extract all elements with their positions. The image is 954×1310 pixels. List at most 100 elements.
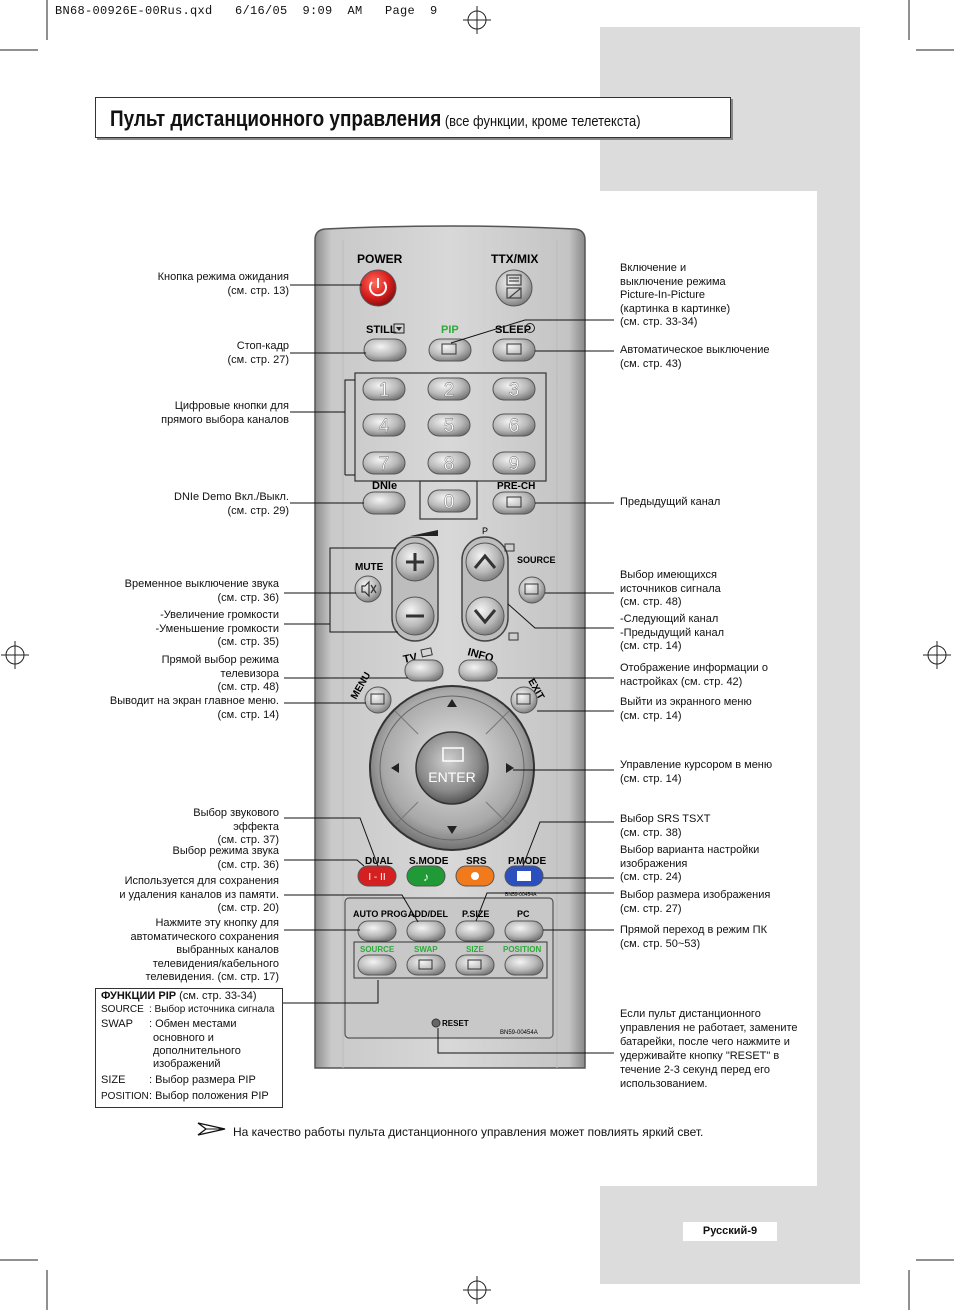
music-note-icon: ♪ [423, 870, 429, 884]
chevron-down-icon [473, 609, 497, 625]
mute-button[interactable] [354, 575, 382, 603]
sleep-clock-icon [525, 323, 535, 333]
digit-button[interactable] [492, 377, 536, 401]
label-exit: Выйти из экранного меню(см. стр. 14) [620, 696, 752, 722]
label-still: Стоп-кадр(см. стр. 27) [227, 340, 289, 366]
label-sleep: Автоматическое выключение(см. стр. 43) [620, 344, 770, 370]
digit-label: 5 [444, 416, 455, 437]
picture-icon [517, 871, 531, 881]
pip-functions-box: ФУНКЦИИ PIP (см. стр. 33-34) SOURCE: Выб… [95, 988, 283, 1108]
page-title: Пульт дистанционного управления (все фун… [110, 106, 641, 131]
s-mode-button[interactable] [406, 865, 446, 887]
digit-label: 6 [509, 416, 520, 437]
page-subtitle: (все функции, кроме телетекста) [441, 113, 641, 130]
mute-speaker-icon [361, 580, 377, 598]
pointer-arrow-icon [197, 1122, 226, 1136]
menu-icon [370, 693, 385, 705]
still-label: STILL [366, 324, 397, 336]
digit-button[interactable] [492, 451, 536, 475]
pc-label: PC [517, 909, 530, 919]
label-srs: Выбор SRS TSXT(см. стр. 38) [620, 813, 711, 839]
srs-label: SRS [466, 856, 487, 867]
tv-button[interactable] [404, 659, 444, 682]
pc-button[interactable] [504, 920, 544, 942]
p-label: P [482, 526, 488, 536]
digit-button[interactable] [362, 451, 406, 475]
enter-button[interactable] [415, 731, 489, 805]
channel-up-button[interactable] [465, 542, 505, 582]
pip-size-button[interactable] [455, 954, 495, 976]
pip-swap-cont-1: основного и [153, 1032, 214, 1044]
reset-button[interactable] [431, 1018, 441, 1028]
pip-icon [441, 343, 457, 355]
dual-button[interactable] [357, 865, 397, 887]
source-button[interactable] [518, 576, 546, 604]
sleep-icon [506, 343, 522, 355]
pip-swap-button[interactable] [406, 954, 446, 976]
sleep-button[interactable] [492, 338, 536, 362]
power-label: POWER [357, 252, 403, 266]
p-mode-label: P.MODE [508, 856, 546, 867]
arrow-up-icon [447, 699, 457, 707]
arrow-down-icon [447, 826, 457, 834]
title-box: Пульт дистанционного управления (все фун… [95, 97, 731, 138]
digit-label: 8 [444, 454, 455, 475]
still-arrow-icon [393, 323, 405, 334]
arrow-right-icon [506, 763, 514, 773]
enter-label: ENTER [428, 769, 475, 785]
label-channel: -Следующий канал-Предыдущий канал(см. ст… [620, 613, 724, 653]
digit-buttons: 1 2 3 4 5 6 7 8 9 [362, 377, 536, 475]
p-size-label: P.SIZE [462, 909, 489, 919]
digit-button[interactable] [362, 377, 406, 401]
label-cursor: Управление курсором в меню(см. стр. 14) [620, 759, 773, 785]
dual-symbol: I - II [368, 872, 385, 883]
teletext-icon [506, 274, 522, 299]
pre-ch-button[interactable] [492, 491, 536, 515]
auto-prog-button[interactable] [357, 920, 397, 942]
label-volume: -Увеличение громкости-Уменьшение громкос… [155, 609, 279, 649]
digit-button[interactable] [362, 413, 406, 437]
channel-down-button[interactable] [465, 596, 505, 636]
ttx-mix-label: TTX/MIX [491, 252, 538, 266]
pip-source-button[interactable] [357, 954, 397, 976]
pip-group-frame [353, 941, 548, 979]
digit-button[interactable] [492, 413, 536, 437]
digit-button[interactable] [427, 489, 471, 513]
page-number: Русский-9 [683, 1222, 777, 1241]
menu-button[interactable] [364, 686, 392, 714]
gray-panel-side [817, 191, 860, 1186]
digit-zero-frame [419, 480, 478, 520]
p-size-button[interactable] [455, 920, 495, 942]
pip-position-button[interactable] [504, 954, 544, 976]
add-del-button[interactable] [406, 920, 446, 942]
mute-label: MUTE [355, 562, 384, 573]
print-header: BN68-00926E-00Rus.qxd 6/16/05 9:09 AM Pa… [55, 4, 438, 18]
info-button[interactable] [458, 659, 498, 682]
tv-screen-icon [420, 647, 433, 658]
arrow-left-icon [391, 763, 399, 773]
pip-size-label: SIZE [466, 945, 484, 954]
digit-button[interactable] [427, 451, 471, 475]
s-mode-label: S.MODE [409, 856, 449, 867]
pip-swap-cont-2: дополнительного [153, 1045, 241, 1057]
exit-button[interactable] [510, 686, 538, 714]
enter-icon [442, 747, 464, 762]
still-button[interactable] [363, 338, 407, 362]
pip-swap-icon [418, 959, 433, 970]
label-dnie: DNIe Demo Вкл./Выкл.(см. стр. 29) [174, 491, 289, 517]
leader-lines [283, 284, 614, 1054]
label-psize: Выбор размера изображения(см. стр. 27) [620, 889, 771, 915]
digit-button[interactable] [427, 377, 471, 401]
digit-button[interactable] [427, 413, 471, 437]
label-prech: Предыдущий канал [620, 496, 721, 508]
label-menu: Выводит на экран главное меню.(см. стр. … [109, 695, 279, 721]
dual-label: DUAL [365, 856, 393, 867]
model-small-label: BN59-00454A [505, 892, 537, 898]
dnie-button[interactable] [362, 491, 406, 515]
pip-button[interactable] [428, 338, 472, 362]
